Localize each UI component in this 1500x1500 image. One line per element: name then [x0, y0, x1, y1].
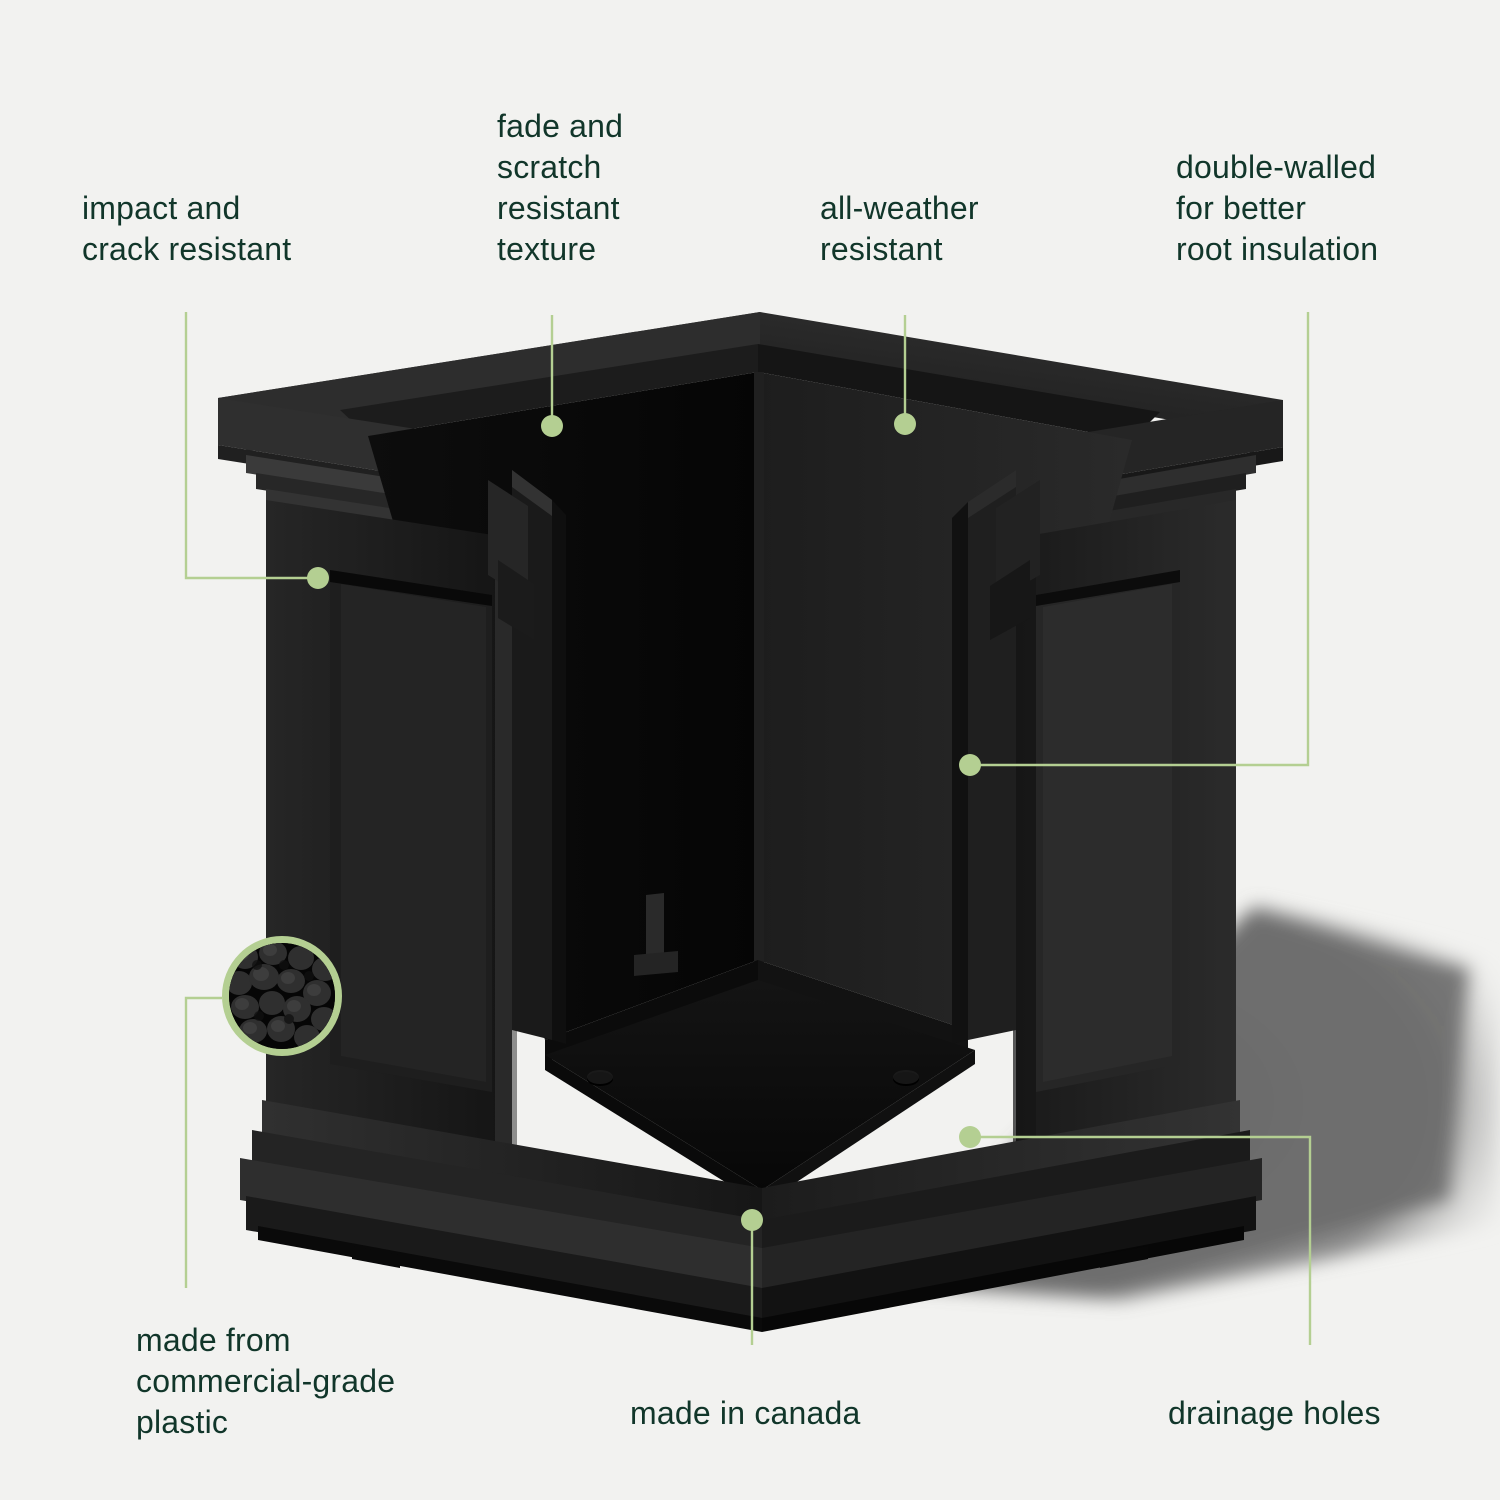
callout-label-impact-and-crack-resistant: impact and crack resistant — [82, 190, 292, 267]
plastic-pellets-illustration — [229, 943, 335, 1049]
callout-label-made-from-commercial-grade-plastic: made from commercial-grade plastic — [136, 1322, 396, 1440]
callout-label-fade-and-scratch-resistant-texture: fade and scratch resistant texture — [497, 108, 624, 267]
planter-left-outer-wall — [266, 500, 517, 1150]
callout-label-made-in-canada: made in canada — [630, 1395, 861, 1431]
callout-label-all-weather-resistant: all-weather resistant — [820, 190, 979, 267]
callout-label-drainage-holes: drainage holes — [1168, 1395, 1381, 1431]
callout-label-double-walled-for-better-root-insulation: double-walled for better root insulation — [1176, 149, 1379, 267]
planter-interior-floor — [545, 893, 975, 1205]
plastic-pellets-magnifier — [222, 936, 342, 1056]
planter-right-outer-wall — [1013, 500, 1236, 1150]
